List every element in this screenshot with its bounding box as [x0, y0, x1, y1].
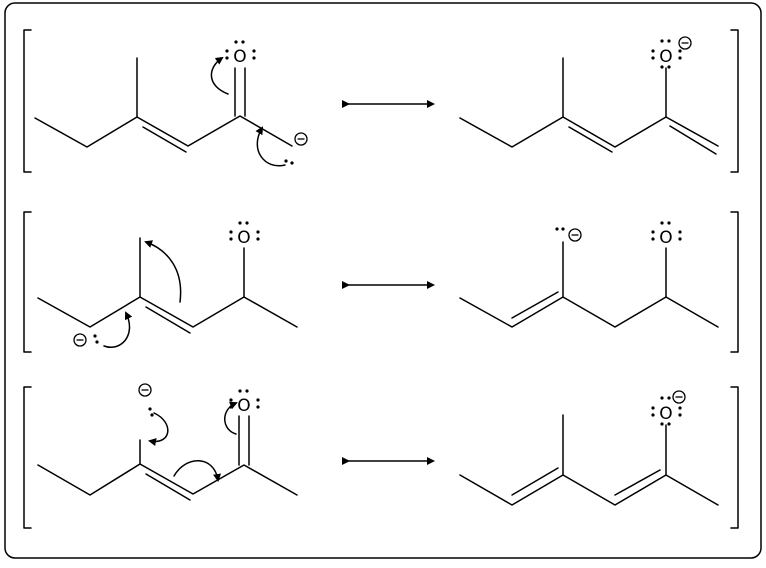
negative-charge-icon — [568, 228, 582, 242]
curved-arrow — [148, 412, 169, 447]
bracket-right — [730, 211, 739, 353]
oxygen-label: O — [659, 47, 672, 67]
molecule-left — [37, 237, 298, 334]
bracket-right — [730, 29, 739, 173]
negative-charge-icon — [138, 383, 152, 397]
oxygen-label: O — [237, 228, 250, 248]
molecule-right — [459, 414, 719, 506]
curved-arrow — [144, 240, 182, 303]
lone-pairs — [93, 39, 682, 426]
bracket-right — [730, 386, 739, 529]
negative-charge-icon — [672, 390, 686, 404]
molecule-right — [459, 57, 719, 155]
row-1 — [23, 29, 739, 173]
negative-charge-icon — [294, 132, 308, 146]
row-2 — [23, 211, 739, 353]
negative-charge-icon — [678, 36, 692, 50]
curved-arrow — [224, 401, 238, 435]
negative-charge-icon — [73, 333, 87, 347]
bracket-left — [23, 386, 32, 529]
oxygen-label: O — [233, 47, 246, 67]
oxygen-label: O — [659, 228, 672, 248]
curved-arrow — [103, 311, 133, 348]
curved-arrow — [210, 56, 229, 95]
row-3 — [23, 386, 739, 529]
bracket-left — [23, 29, 32, 173]
outer-frame — [4, 2, 762, 559]
molecule-right — [459, 241, 719, 328]
negative-charges — [73, 36, 692, 404]
oxygen-label: O — [237, 396, 250, 416]
bracket-left — [23, 211, 32, 353]
oxygen-label: O — [659, 404, 672, 424]
curved-arrow — [173, 460, 221, 482]
molecule-left — [34, 57, 293, 153]
curved-arrow — [255, 126, 286, 167]
molecule-left — [37, 415, 298, 501]
